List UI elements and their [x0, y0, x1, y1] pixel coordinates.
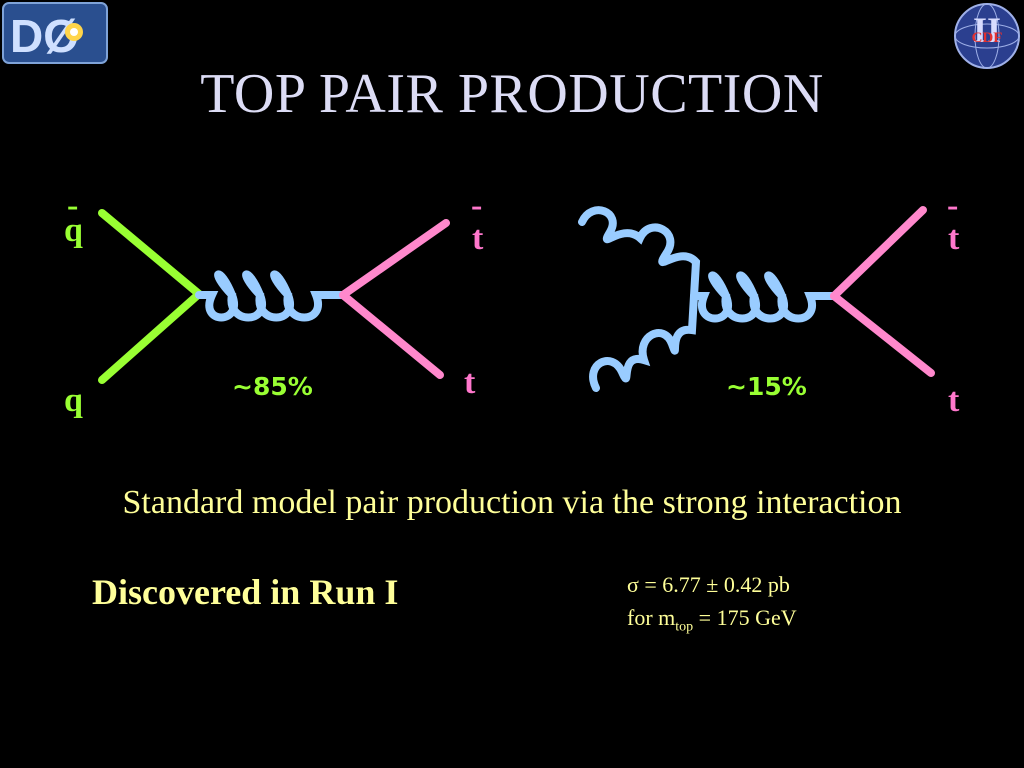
outgoing-antitop-line [339, 219, 450, 299]
incoming-antiquark-line [98, 209, 203, 298]
incoming-gluon-top [578, 206, 701, 300]
cdf-logo-text: CDF [972, 30, 1003, 46]
discovered-text: Discovered in Run I [92, 572, 399, 612]
cross-section-value: σ = 6.77 ± 0.42 pb [627, 572, 790, 597]
quark-label: q [64, 382, 83, 419]
diagram-gluon-fusion [578, 206, 935, 392]
diagram-qqbar-annihilation [98, 209, 450, 384]
page-title: TOP PAIR PRODUCTION [200, 63, 824, 125]
cross-section-suffix: = 175 GeV [693, 605, 797, 630]
antitop-bar-right: - [947, 187, 959, 224]
antitop-label: t [472, 220, 484, 257]
gluon-propagator-right [690, 271, 838, 323]
antiquark-label: q [64, 212, 83, 249]
outgoing-top-line [339, 291, 444, 379]
cdf-logo: II CDF [954, 3, 1020, 69]
incoming-quark-line [98, 290, 203, 384]
d0-logo: DØ [2, 2, 108, 64]
cross-section-subscript: top [675, 619, 694, 635]
outgoing-top-line-right [830, 292, 935, 377]
top-label-right: t [948, 382, 960, 419]
antitop-bar: - [471, 187, 483, 224]
subtitle: Standard model pair production via the s… [122, 484, 902, 521]
gluon-propagator-left [195, 270, 347, 322]
incoming-gluon-bottom [589, 292, 698, 392]
antiquark-bar: - [67, 187, 79, 224]
top-label: t [464, 364, 476, 401]
antitop-label-right: t [948, 220, 960, 257]
cross-section-prefix: for m [627, 605, 676, 630]
cdf-logo-numeral: II [973, 10, 1001, 50]
outgoing-antitop-line-right [830, 206, 927, 300]
fraction-qqbar: ~85% [232, 372, 313, 401]
cross-section-condition: for mtop = 175 GeV [627, 605, 797, 635]
fraction-gg: ~15% [726, 372, 807, 401]
